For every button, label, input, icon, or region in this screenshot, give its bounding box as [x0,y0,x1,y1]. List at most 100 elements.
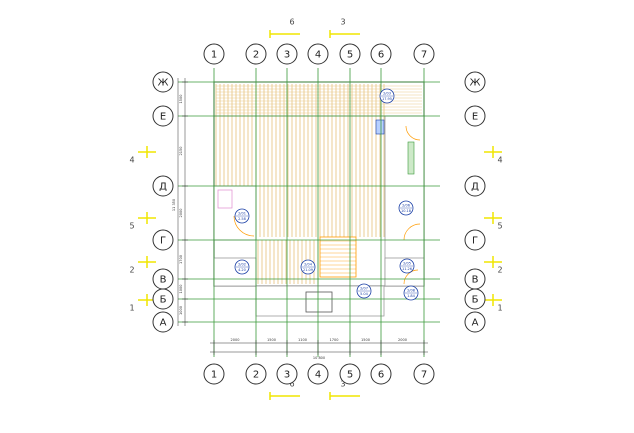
section-top-a-label: 6 [289,18,294,27]
bottom-dim-1: 1500 [267,338,276,342]
axis-bottom-2-circle [245,363,267,385]
axis-right-Ж[interactable]: Ж [464,71,486,93]
axis-top-6-circle [370,43,392,65]
axis-left-Г[interactable]: Г [152,229,174,251]
axis-top-5-label: 5 [347,50,353,61]
axis-right-В[interactable]: В [464,268,486,290]
axis-left-А[interactable]: А [152,311,174,333]
room-area: 21.09 [303,268,313,272]
door-arc [405,125,421,141]
axis-bottom-6-circle [370,363,392,385]
room-number: 2/01 [238,212,246,216]
room-tag-room-8[interactable]: 2/081.84 [403,285,419,301]
room-tag-room-7[interactable]: 2/075.04 [356,283,372,299]
axis-top-4-label: 4 [315,50,321,61]
axis-left-В[interactable]: В [152,268,174,290]
axis-top-1[interactable]: 1 [203,43,225,65]
axis-bottom-7[interactable]: 7 [413,363,435,385]
axis-top-5-circle [339,43,361,65]
room-tag-room-3[interactable]: 2/012.58 [234,208,250,224]
room-number: 2/04 [304,263,313,267]
section-right-0-label: 4 [497,156,502,165]
axis-bottom-5[interactable]: 5 [339,363,361,385]
axis-left-А-label: А [160,318,167,329]
axis-bottom-4-circle [307,363,329,385]
axis-bottom-2[interactable]: 2 [245,363,267,385]
door-arc [403,269,419,285]
section-right-1-label: 5 [497,222,502,231]
window [407,141,415,175]
axis-top-2-label: 2 [253,50,259,61]
axis-bottom-7-circle [413,363,435,385]
axis-top-3[interactable]: 3 [276,43,298,65]
axis-left-А-circle [152,311,174,333]
bottom-dim-2: 1100 [298,338,307,342]
room-area: 1.84 [407,294,416,298]
axis-bottom-6-label: 6 [378,370,384,381]
room-area: 2.58 [238,217,246,221]
axis-right-Б[interactable]: Б [464,288,486,310]
axis-right-Е-label: Е [472,112,478,123]
axis-left-В-label: В [160,275,167,286]
axis-bottom-6[interactable]: 6 [370,363,392,385]
section-left-2-label: 2 [129,266,134,275]
axis-top-7[interactable]: 7 [413,43,435,65]
axis-left-Б-circle [152,288,174,310]
axis-left-Д[interactable]: Д [152,175,174,197]
axis-bottom-7-label: 7 [421,370,427,381]
axis-bottom-1-label: 1 [211,370,217,381]
axis-left-Г-circle [152,229,174,251]
axis-right-Б-circle [464,288,486,310]
bottom-dim-3: 1700 [330,338,339,342]
left-room [213,185,257,241]
axis-bottom-3-circle [276,363,298,385]
axis-bottom-5-circle [339,363,361,385]
axis-top-1-label: 1 [211,50,217,61]
axis-left-Ж-label: Ж [158,78,169,89]
axis-left-Е-circle [152,105,174,127]
axis-bottom-3-label: 3 [284,370,290,381]
axis-bottom-3[interactable]: 3 [276,363,298,385]
room-area: 10.18 [401,209,411,213]
axis-right-А[interactable]: А [464,311,486,333]
axis-right-Д-label: Д [471,182,479,193]
section-right-3-label: 1 [497,304,502,313]
axis-right-А-circle [464,311,486,333]
section-left-0-label: 4 [129,156,134,165]
bottom-dim-0: 2000 [231,338,240,342]
axis-right-Е[interactable]: Е [464,105,486,127]
axis-bottom-4[interactable]: 4 [307,363,329,385]
axis-left-Д-circle [152,175,174,197]
axis-left-Ж[interactable]: Ж [152,71,174,93]
room-number: 2/08 [407,289,415,293]
axis-top-2-circle [245,43,267,65]
axis-right-Д[interactable]: Д [464,175,486,197]
axis-left-Г-label: Г [160,236,166,247]
axis-top-2[interactable]: 2 [245,43,267,65]
axis-right-Ж-circle [464,71,486,93]
axis-left-Б[interactable]: Б [152,288,174,310]
axis-top-6[interactable]: 6 [370,43,392,65]
axis-top-5[interactable]: 5 [339,43,361,65]
axis-right-Г[interactable]: Г [464,229,486,251]
axis-bottom-1[interactable]: 1 [203,363,225,385]
room-area: 4.20 [238,268,246,272]
axis-left-Б-label: Б [160,295,167,306]
room-number: 2/02 [238,263,246,267]
axis-right-Г-label: Г [472,236,478,247]
room-area: 17.95 [382,97,392,101]
bottom-dim-total: 10 800 [313,356,325,360]
axis-right-Ж-label: Ж [470,78,481,89]
door-arc [233,215,255,237]
porch-steps [305,291,333,313]
room-tag-room-6[interactable]: 2/024.20 [234,259,250,275]
axis-left-Е[interactable]: Е [152,105,174,127]
axis-top-4[interactable]: 4 [307,43,329,65]
